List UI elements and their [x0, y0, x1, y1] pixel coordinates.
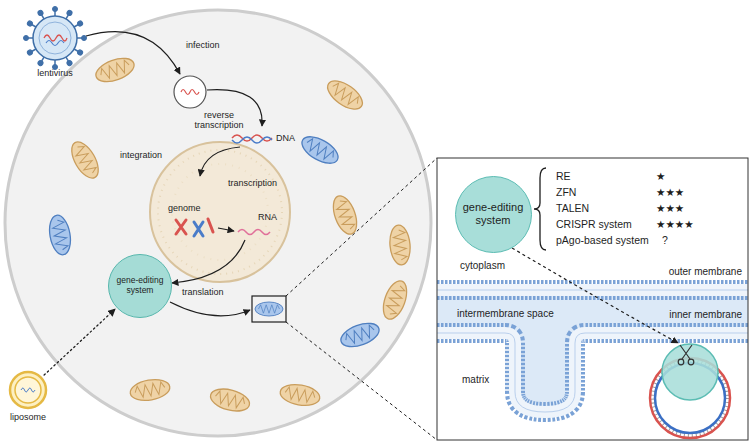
text-label: ?: [662, 234, 668, 246]
text-label: RNA: [258, 212, 277, 222]
zoom-box: [252, 296, 286, 322]
chromosomes: [176, 219, 213, 236]
panel-frame: [437, 158, 748, 440]
text-label: transcription: [228, 178, 277, 188]
zoom-panel: [437, 158, 748, 440]
text-label: reverse transcription: [188, 110, 250, 131]
mitochondria: [47, 54, 412, 415]
liposome-node: liposome: [8, 370, 48, 410]
text-label: ★: [656, 170, 665, 182]
brace: [534, 168, 546, 250]
node-text-block: gene-editing system: [113, 276, 167, 296]
zoom-lines: [286, 158, 437, 440]
mitochondrion-detail: [437, 248, 748, 438]
cell: [5, 10, 431, 436]
node-text-block: gene-editing system: [460, 201, 526, 226]
nucleus: [150, 142, 290, 282]
node-label: gene-editing system: [460, 201, 526, 226]
node-label: gene-editing system: [113, 276, 167, 296]
lentivirus-icon: [24, 7, 87, 70]
text-label: CRISPR system: [556, 218, 632, 230]
text-label: intermembrane space: [457, 308, 554, 320]
text-label: outer membrane: [669, 266, 742, 278]
rna-strand: [238, 230, 270, 235]
dna-strand: [232, 135, 272, 143]
text-label: matrix: [462, 374, 489, 386]
delivery-arrow: [44, 309, 115, 375]
gene-editing-circle: gene-editing system: [455, 176, 532, 253]
text-label: ★★★: [656, 186, 684, 198]
node-label: liposome: [10, 412, 46, 422]
text-label: ZFN: [556, 186, 576, 198]
text-label: translation: [182, 287, 224, 297]
vesicle: [174, 76, 206, 108]
text-label: integration: [120, 150, 162, 160]
node-label: lentivirus: [37, 68, 73, 78]
text-label: cytoplasm: [460, 260, 505, 272]
liposome-icon: [10, 372, 46, 408]
text-label: DNA: [276, 133, 295, 143]
text-label: inner membrane: [669, 309, 742, 321]
gene-editing-circle: gene-editing system: [108, 254, 172, 318]
text-label: genome: [168, 203, 201, 213]
text-label: TALEN: [556, 202, 589, 214]
text-label: ★★★: [656, 202, 684, 214]
text-label: infection: [186, 40, 220, 50]
virus-node: lentivirus: [27, 10, 83, 66]
text-label: ★★★★: [656, 218, 694, 230]
text-label: pAgo-based system: [556, 234, 649, 246]
text-label: RE: [556, 170, 571, 182]
